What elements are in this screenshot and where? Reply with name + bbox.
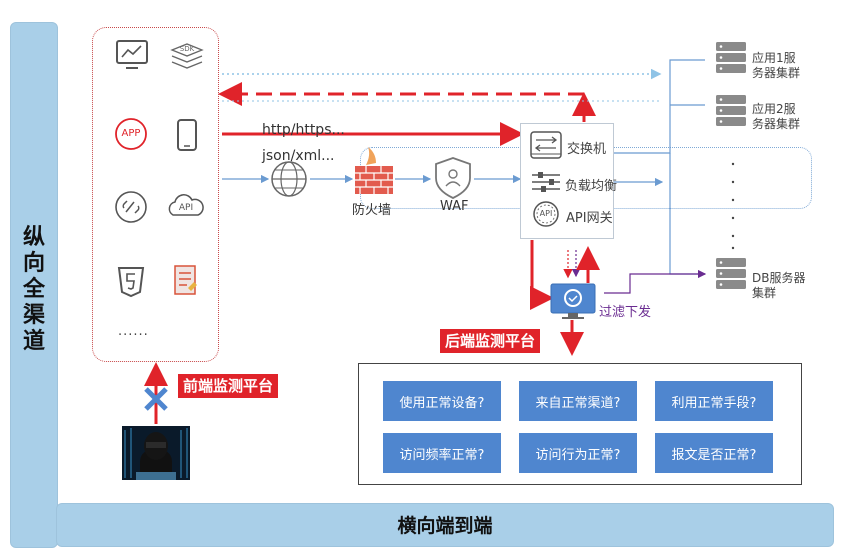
horizontal-end-to-end-label: 横向端到端	[397, 515, 493, 537]
check-channel: 来自正常渠道?	[519, 381, 637, 421]
switch-label: 交换机	[567, 142, 607, 157]
check-message: 报文是否正常?	[655, 433, 773, 473]
filter-dispatch-label: 过滤下发	[599, 305, 652, 320]
api-text: API	[178, 203, 194, 213]
document-icon	[174, 265, 197, 295]
app1-server-label: 应用1服 务器集群	[752, 51, 801, 80]
link-icon	[115, 191, 147, 223]
check-frequency: 访问频率正常?	[383, 433, 501, 473]
check-behavior: 访问行为正常?	[519, 433, 637, 473]
api-gateway-icon-text: API	[539, 209, 553, 218]
app1-server-icon	[716, 42, 746, 73]
http-protocol-label: http/https...	[262, 122, 345, 138]
vertical-channel-text: 纵向全渠道	[22, 225, 45, 354]
load-balance-icon	[532, 172, 560, 192]
monitor-icon	[116, 40, 148, 69]
app-text: APP	[121, 128, 141, 139]
api-gateway-label: API网关	[566, 211, 613, 226]
horizontal-end-to-end-band	[56, 503, 834, 547]
html5-icon	[117, 267, 145, 298]
switch-icon	[530, 131, 562, 159]
app-icon	[115, 118, 147, 150]
app2-server-icon	[716, 95, 746, 126]
more-clients-ellipsis: ......	[118, 324, 149, 339]
backend-monitoring-platform-tag: 后端监测平台	[440, 329, 541, 353]
phone-icon	[177, 119, 197, 151]
sdk-icon	[170, 43, 204, 69]
frontend-monitoring-platform-tag: 前端监测平台	[178, 374, 279, 398]
db-server-label: DB服务器 集群	[752, 271, 806, 300]
check-method: 利用正常手段?	[655, 381, 773, 421]
vertical-channel-band	[10, 22, 58, 548]
db-server-icon	[716, 258, 746, 289]
app2-server-label: 应用2服 务器集群	[752, 102, 801, 131]
json-protocol-label: json/xml...	[262, 148, 335, 164]
sdk-text: SDK	[179, 45, 195, 53]
api-cloud-icon	[168, 194, 204, 216]
vertical-channel-label: 纵向全渠道	[10, 225, 58, 355]
api-gateway-icon	[533, 201, 559, 227]
client-panel	[92, 27, 219, 362]
waf-label: WAF	[440, 199, 469, 214]
load-balance-label: 负载均衡	[565, 179, 618, 194]
check-device: 使用正常设备?	[383, 381, 501, 421]
firewall-label: 防火墙	[352, 203, 392, 218]
